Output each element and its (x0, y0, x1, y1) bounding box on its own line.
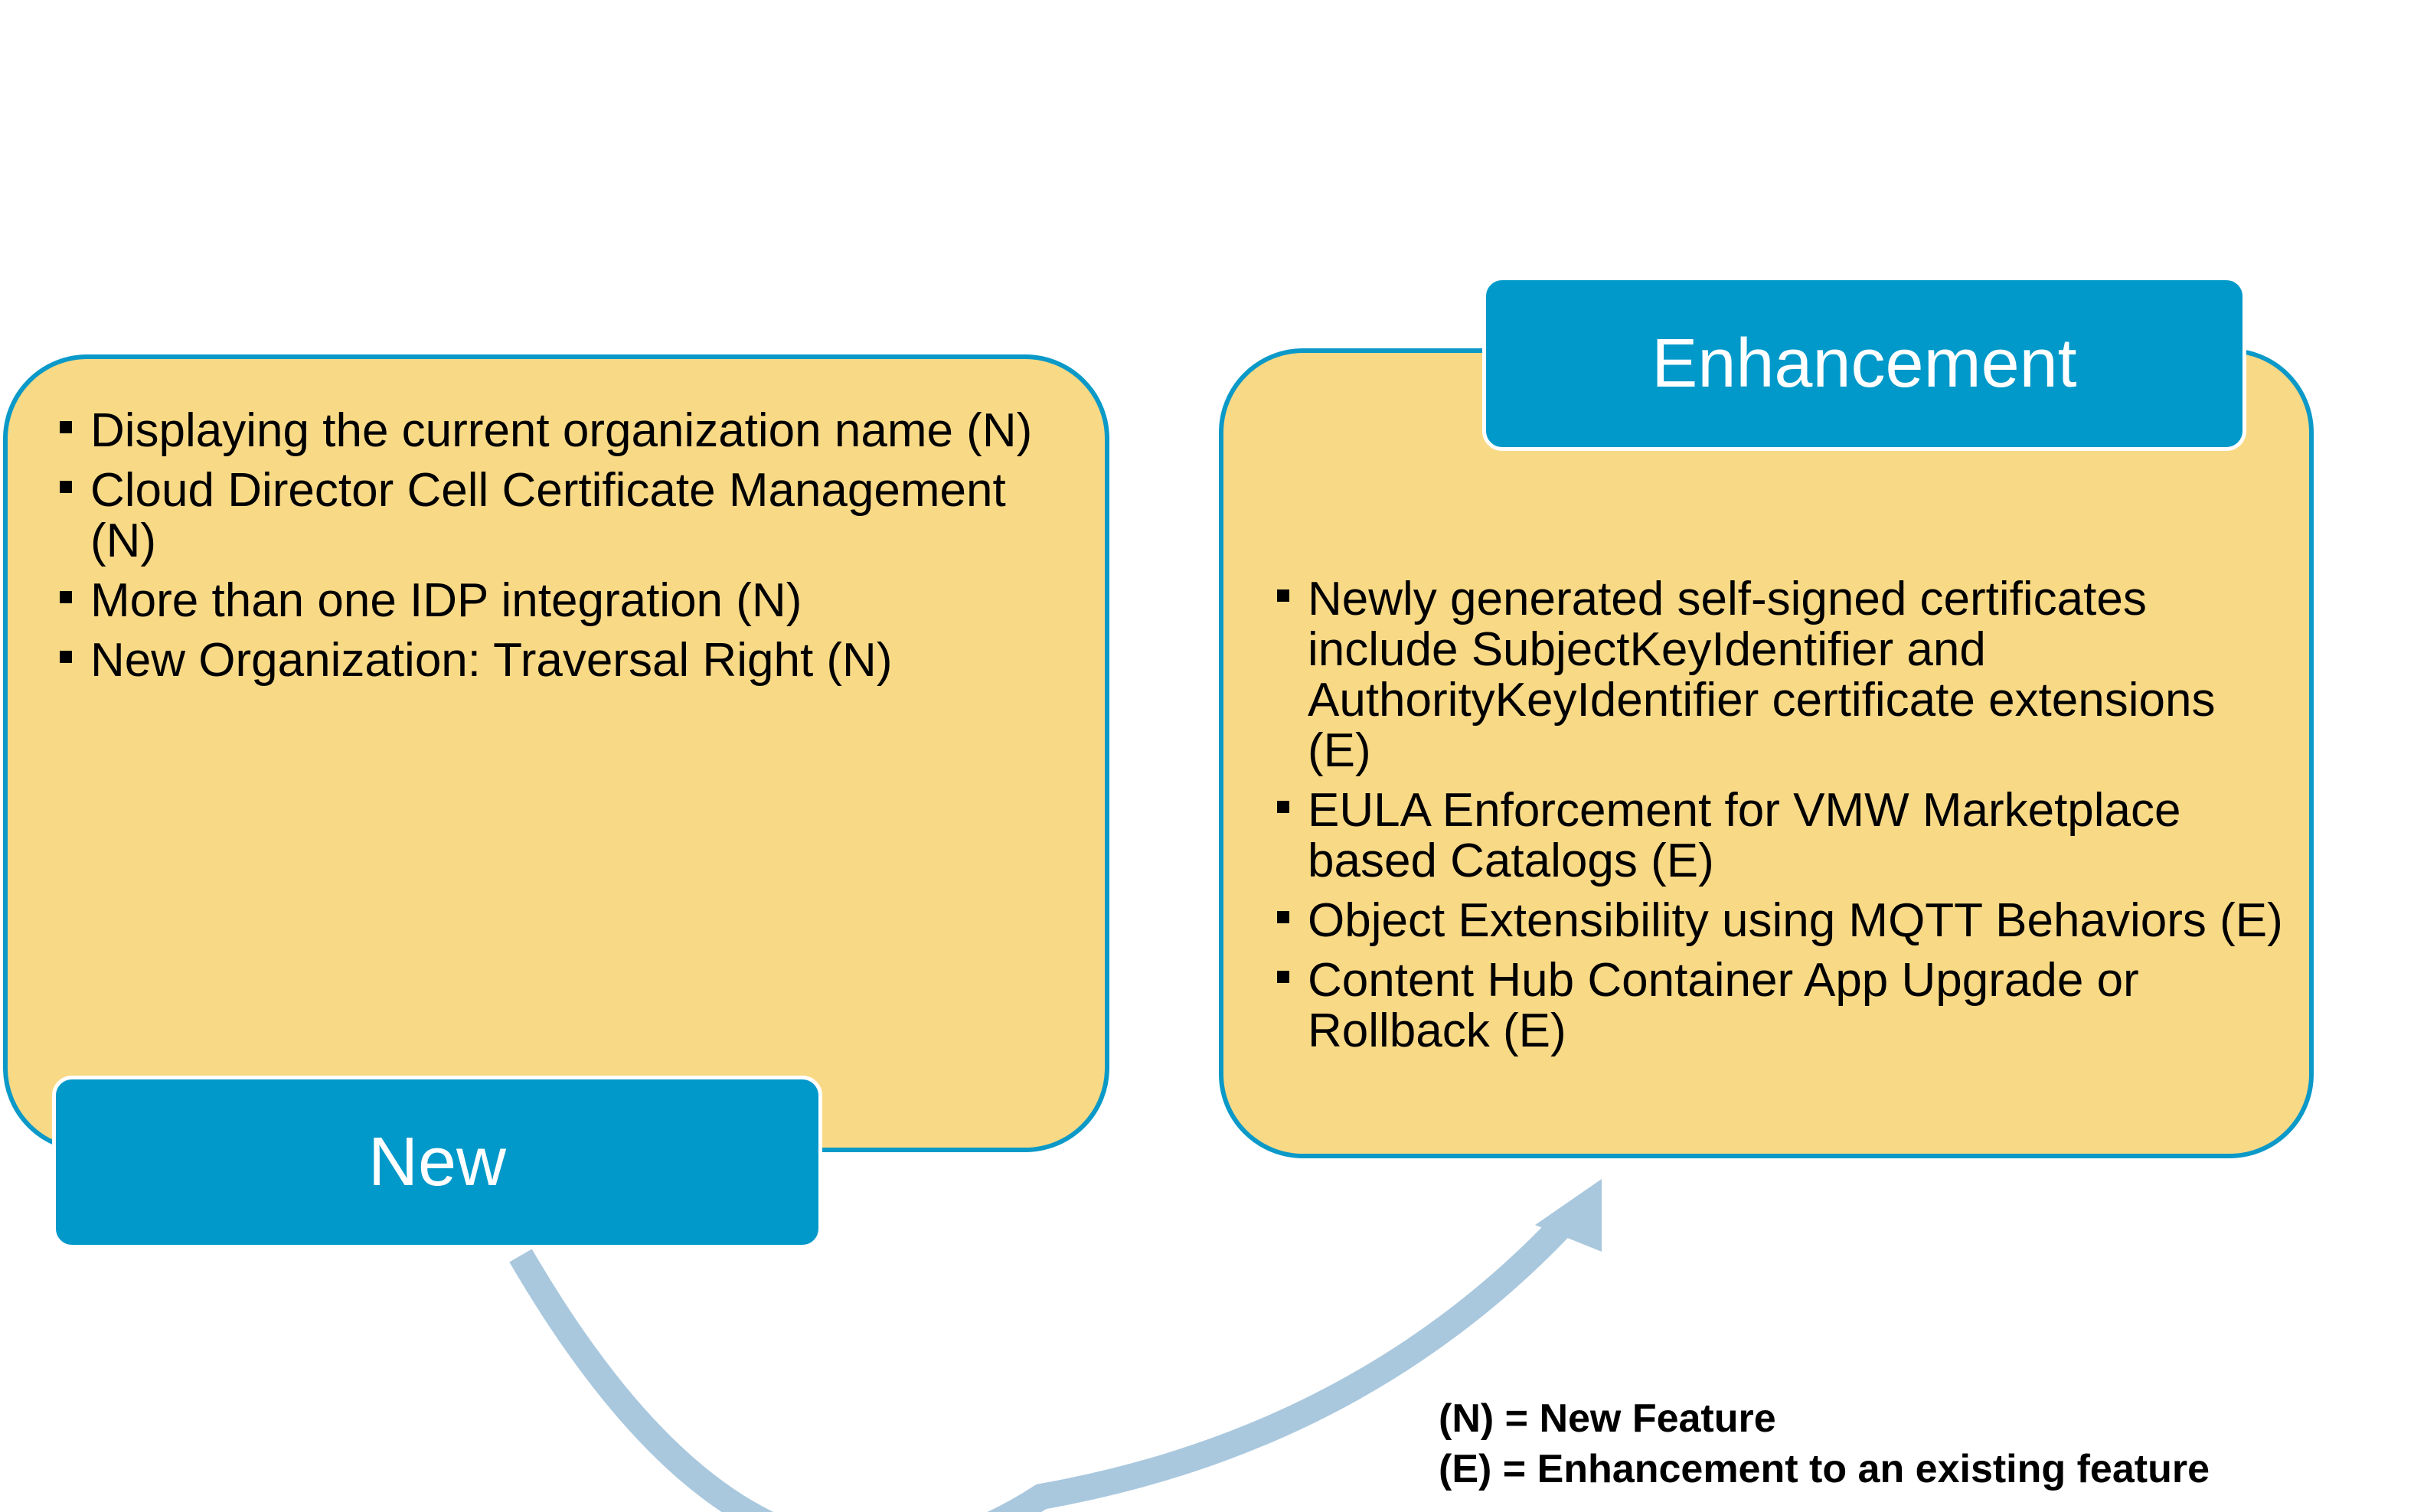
enhancement-title-box: Enhancement (1482, 276, 2246, 451)
arrow-shaft (509, 1208, 1579, 1512)
list-item: Displaying the current organization name… (60, 406, 1070, 456)
item-text: Content Hub Container App Upgrade or Rol… (1308, 954, 2139, 1057)
list-item: Content Hub Container App Upgrade or Rol… (1277, 955, 2288, 1056)
enhancement-list: Newly generated self-signed certificates… (1277, 574, 2288, 1066)
item-text: Object Extensibility using MQTT Behavior… (1308, 894, 2283, 947)
legend-enhancement: (E) = Enhancement to an existing feature (1439, 1447, 2210, 1491)
list-item: Cloud Director Cell Certificate Manageme… (60, 465, 1070, 567)
legend-new: (N) = New Feature (1439, 1396, 1776, 1441)
square-bullet-icon (1277, 801, 1289, 813)
arrow-head (1535, 1179, 1602, 1252)
new-features-panel (3, 354, 1109, 1152)
square-bullet-icon (1277, 589, 1289, 602)
square-bullet-icon (60, 481, 72, 493)
square-bullet-icon (60, 591, 72, 603)
square-bullet-icon (1277, 971, 1289, 983)
square-bullet-icon (60, 421, 72, 433)
item-text: More than one IDP integration (N) (90, 574, 802, 627)
enhancement-title: Enhancement (1651, 325, 2077, 402)
enhancement-panel (1219, 348, 2314, 1158)
list-item: Newly generated self-signed certificates… (1277, 574, 2288, 776)
item-text: New Organization: Traversal Right (N) (90, 634, 893, 687)
legend: (N) = New Feature (E) = Enhancement to a… (1439, 1393, 2210, 1494)
new-features-list: Displaying the current organization name… (60, 406, 1070, 695)
item-text: Displaying the current organization name… (90, 404, 1033, 457)
item-text: EULA Enforcement for VMW Marketplace bas… (1308, 784, 2181, 887)
list-item: New Organization: Traversal Right (N) (60, 635, 1070, 686)
new-title: New (367, 1123, 507, 1200)
list-item: Object Extensibility using MQTT Behavior… (1277, 896, 2288, 946)
list-item: EULA Enforcement for VMW Marketplace bas… (1277, 785, 2288, 887)
square-bullet-icon (60, 651, 72, 663)
list-item: More than one IDP integration (N) (60, 576, 1070, 626)
item-text: Cloud Director Cell Certificate Manageme… (90, 464, 1006, 567)
new-title-box: New (52, 1076, 822, 1249)
square-bullet-icon (1277, 911, 1289, 923)
item-text: Newly generated self-signed certificates… (1308, 573, 2216, 777)
